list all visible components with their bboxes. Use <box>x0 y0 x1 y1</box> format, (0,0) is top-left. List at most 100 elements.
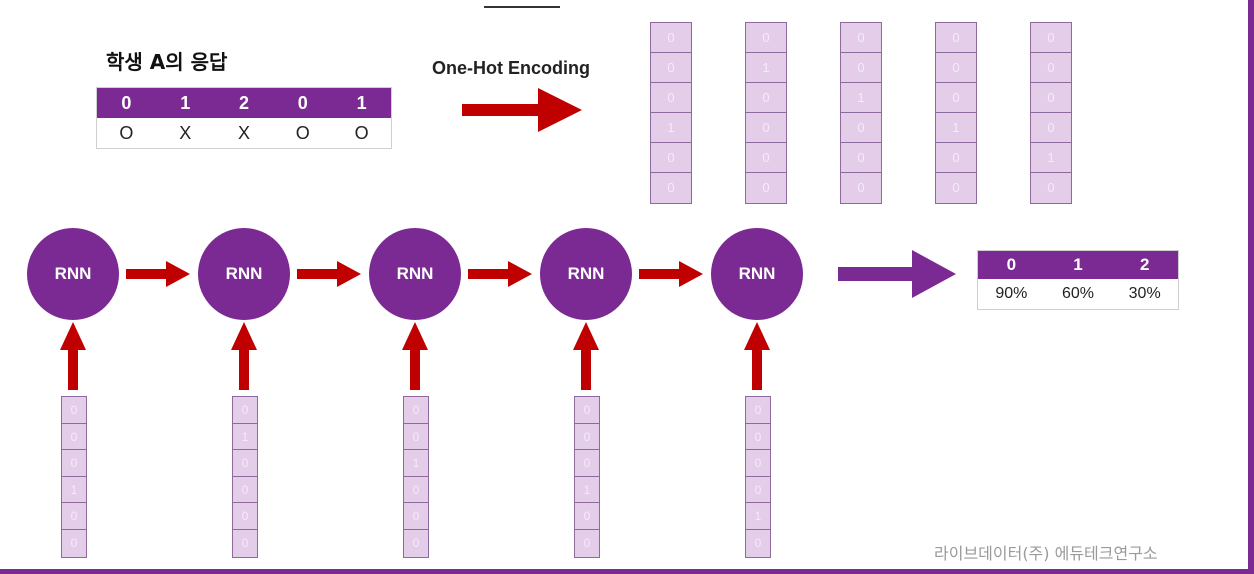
response-value-cell: O <box>295 122 310 143</box>
vector-cell: 0 <box>762 180 770 195</box>
output-header-row: 0 1 2 <box>978 251 1178 279</box>
vector-cell: 0 <box>1031 53 1071 83</box>
vector-cell: 0 <box>233 503 257 530</box>
vector-cell: 0 <box>62 450 86 477</box>
vector-cell: 0 <box>754 535 762 550</box>
one-hot-vector: 0 1 0 0 0 0 <box>745 22 787 204</box>
response-header-cell: 0 <box>121 92 132 113</box>
vector-cell: 0 <box>746 397 770 424</box>
vector-cell: 0 <box>746 477 770 504</box>
rnn-cell: RNN <box>540 228 632 320</box>
response-value-cell: O <box>119 122 134 143</box>
one-hot-vector: 0 0 0 1 0 0 <box>935 22 977 204</box>
diagram-title: 학생 A의 응답 <box>106 50 228 74</box>
vector-cell: 0 <box>62 424 86 451</box>
vector-cell: 0 <box>936 83 976 113</box>
input-vector: 0 1 0 0 0 0 <box>232 396 258 558</box>
input-vector: 0 0 0 0 1 0 <box>745 396 771 558</box>
vector-cell: 0 <box>575 424 599 451</box>
vector-cell: 0 <box>404 397 428 424</box>
vector-cell: 0 <box>857 180 865 195</box>
output-header-cell: 1 <box>1073 255 1083 274</box>
vector-cell: 0 <box>667 180 675 195</box>
response-header-cell: 2 <box>238 92 249 113</box>
vector-cell: 0 <box>241 535 249 550</box>
vector-cell: 0 <box>841 143 881 173</box>
output-value-cell: 60% <box>1061 285 1095 302</box>
response-header-cell: 1 <box>356 92 367 113</box>
vector-cell: 0 <box>404 477 428 504</box>
response-value-cell: X <box>179 122 192 143</box>
vector-cell: 0 <box>651 23 691 53</box>
vector-cell: 0 <box>62 397 86 424</box>
vector-cell: 0 <box>651 83 691 113</box>
watermark: 라이브데이터(주) 에듀테크연구소 <box>934 544 1158 563</box>
vector-cell: 0 <box>233 450 257 477</box>
output-value-cell: 90% <box>995 285 1028 302</box>
input-arrow <box>573 322 599 390</box>
input-arrow <box>744 322 770 390</box>
rnn-cell: RNN <box>369 228 461 320</box>
vector-cell: 1 <box>746 53 786 83</box>
input-vector: 0 0 0 1 0 0 <box>574 396 600 558</box>
vector-cell: 0 <box>651 143 691 173</box>
vector-cell: 0 <box>575 503 599 530</box>
response-table: 0 1 2 0 1 O X X O O <box>96 87 392 149</box>
vector-cell: 0 <box>936 23 976 53</box>
vector-cell: 0 <box>1031 83 1071 113</box>
one-hot-vector: 0 0 0 1 0 0 <box>650 22 692 204</box>
vector-cell: 0 <box>583 535 591 550</box>
vector-cell: 1 <box>62 477 86 504</box>
vector-cell: 0 <box>746 424 770 451</box>
vector-cell: 0 <box>70 535 78 550</box>
vector-cell: 0 <box>1031 113 1071 143</box>
vector-cell: 0 <box>746 113 786 143</box>
bottom-border <box>0 569 1254 574</box>
rnn-cell: RNN <box>711 228 803 320</box>
output-table: 0 1 2 90% 60% 30% <box>977 250 1179 310</box>
vector-cell: 0 <box>952 180 960 195</box>
input-arrow <box>231 322 257 390</box>
vector-cell: 0 <box>62 503 86 530</box>
encoding-label: One-Hot Encoding <box>432 58 590 78</box>
right-border <box>1248 0 1254 574</box>
input-arrow <box>60 322 86 390</box>
vector-cell: 0 <box>1047 180 1055 195</box>
vector-cell: 0 <box>936 53 976 83</box>
response-value-cell: O <box>354 122 369 143</box>
vector-cell: 0 <box>575 450 599 477</box>
response-header-row: 0 1 2 0 1 <box>97 88 391 118</box>
output-value-row: 90% 60% 30% <box>978 279 1178 309</box>
vector-cell: 1 <box>1031 143 1071 173</box>
vector-cell: 0 <box>233 477 257 504</box>
vector-cell: 1 <box>233 424 257 451</box>
vector-cell: 0 <box>746 83 786 113</box>
response-value-cell: X <box>237 122 250 143</box>
encoding-arrow <box>462 88 582 132</box>
rnn-cell: RNN <box>198 228 290 320</box>
vector-cell: 0 <box>841 113 881 143</box>
vector-cell: 0 <box>746 450 770 477</box>
one-hot-vector: 0 0 1 0 0 0 <box>840 22 882 204</box>
output-header-cell: 2 <box>1139 255 1150 274</box>
response-header-cell: 0 <box>297 92 308 113</box>
vector-cell: 0 <box>746 23 786 53</box>
input-vector: 0 0 1 0 0 0 <box>403 396 429 558</box>
vector-cell: 0 <box>404 424 428 451</box>
output-arrow <box>838 250 956 298</box>
vector-cell: 1 <box>746 503 770 530</box>
response-header-cell: 1 <box>180 92 191 113</box>
rnn-cell: RNN <box>27 228 119 320</box>
response-value-row: O X X O O <box>97 118 391 148</box>
vector-cell: 1 <box>936 113 976 143</box>
rnn-link-arrow <box>468 261 532 287</box>
vector-cell: 0 <box>746 143 786 173</box>
vector-cell: 1 <box>841 83 881 113</box>
vector-cell: 0 <box>841 23 881 53</box>
vector-cell: 1 <box>651 113 691 143</box>
vector-cell: 1 <box>404 450 428 477</box>
vector-cell: 0 <box>575 397 599 424</box>
rnn-link-arrow <box>639 261 703 287</box>
vector-cell: 0 <box>412 535 420 550</box>
